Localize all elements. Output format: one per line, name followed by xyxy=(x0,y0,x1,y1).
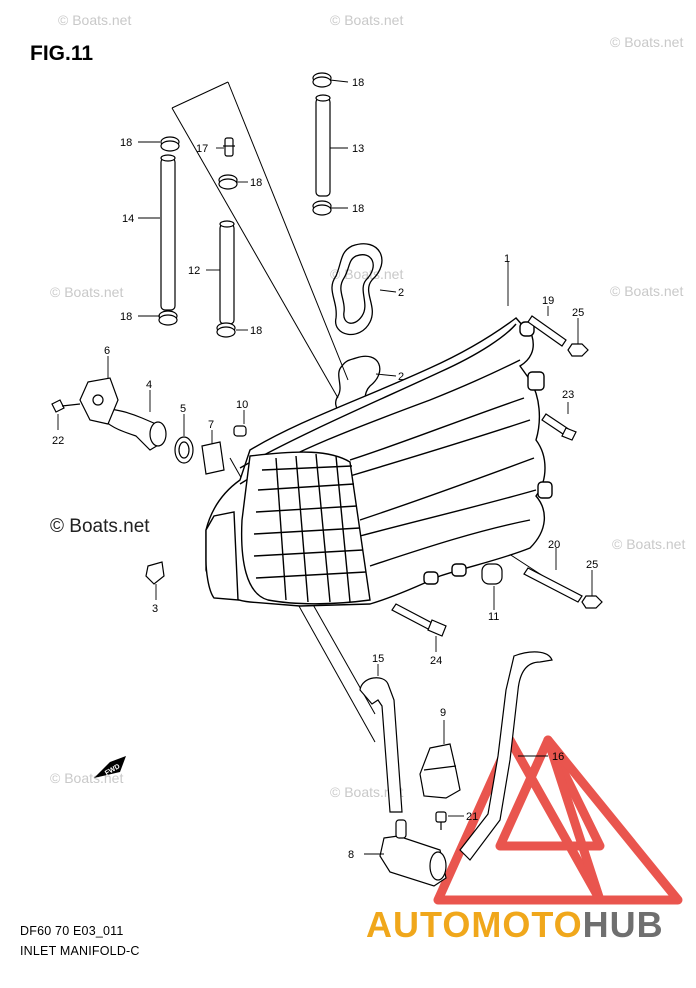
callout-18: 18 xyxy=(352,77,364,89)
inlet-manifold-1 xyxy=(205,317,553,607)
callout-labels: 1 2 2 3 4 5 6 7 8 9 10 11 12 13 14 15 16… xyxy=(52,77,598,861)
stud-bolt-19 xyxy=(527,315,567,347)
bracket-9 xyxy=(419,743,461,799)
hose-14 xyxy=(160,154,176,311)
callout-9: 9 xyxy=(440,707,446,719)
callout-18: 18 xyxy=(120,137,132,149)
watermark: © Boats.net xyxy=(612,536,686,552)
watermark: © Boats.net xyxy=(610,34,684,50)
clamp-7 xyxy=(201,441,225,475)
callout-2: 2 xyxy=(398,287,404,299)
callout-18: 18 xyxy=(250,325,262,337)
brand-name-part2: HUB xyxy=(582,904,664,945)
hose-clip-18 xyxy=(158,72,332,338)
figure-name: INLET MANIFOLD-C xyxy=(20,944,140,958)
callout-10: 10 xyxy=(236,399,248,411)
callout-12: 12 xyxy=(188,265,200,277)
hose-12 xyxy=(219,220,235,325)
leader-lines xyxy=(57,79,593,855)
callout-21: 21 xyxy=(466,811,478,823)
gasket-6 xyxy=(79,377,119,425)
callout-5: 5 xyxy=(180,403,186,415)
callout-20: 20 xyxy=(548,539,560,551)
filter-8 xyxy=(379,819,447,887)
brand-logo-text: AUTOMOTOHUB xyxy=(366,904,664,946)
brand-logo-triangle xyxy=(433,735,683,905)
callout-18: 18 xyxy=(352,203,364,215)
callout-3: 3 xyxy=(152,603,158,615)
plug-10 xyxy=(233,425,247,437)
figure-code: DF60 70 E03_011 xyxy=(20,924,124,938)
callout-18: 18 xyxy=(250,177,262,189)
callout-14: 14 xyxy=(122,213,134,225)
callout-15: 15 xyxy=(372,653,384,665)
callout-19: 19 xyxy=(542,295,554,307)
callout-11: 11 xyxy=(488,611,499,623)
cap-11 xyxy=(481,563,503,585)
watermark: © Boats.net xyxy=(330,784,404,800)
callout-24: 24 xyxy=(430,655,442,667)
callout-22: 22 xyxy=(52,435,64,447)
hose-15 xyxy=(359,677,403,813)
hose-16 xyxy=(459,651,553,861)
callout-16: 16 xyxy=(552,751,564,763)
callout-1: 1 xyxy=(504,253,510,265)
callout-17: 17 xyxy=(196,143,208,155)
callout-6: 6 xyxy=(104,345,110,357)
watermark: © Boats.net xyxy=(330,12,404,28)
figure-title: FIG.11 xyxy=(30,42,94,65)
nut-25 xyxy=(567,343,603,609)
watermark: © Boats.net xyxy=(50,516,150,537)
callout-4: 4 xyxy=(146,379,152,391)
callout-25: 25 xyxy=(586,559,598,571)
callout-7: 7 xyxy=(208,419,214,431)
hose-13 xyxy=(315,94,331,197)
bolt-23 xyxy=(541,413,577,441)
forward-arrow-icon: FWD xyxy=(94,756,126,778)
bolt-22 xyxy=(51,399,81,413)
bolt-24 xyxy=(391,603,447,637)
brand-name-part1: AUTOMOTO xyxy=(366,904,583,945)
callout-25: 25 xyxy=(572,307,584,319)
stud-bolt-20 xyxy=(523,567,583,603)
bolt-21 xyxy=(435,811,447,830)
callout-23: 23 xyxy=(562,389,574,401)
watermark: © Boats.net xyxy=(610,283,684,299)
sensor-4 xyxy=(103,407,167,451)
grommet-3 xyxy=(145,561,165,585)
watermark: © Boats.net xyxy=(330,266,404,282)
fitting-17 xyxy=(223,137,235,157)
o-ring-5 xyxy=(174,436,194,464)
watermark: © Boats.net xyxy=(58,12,132,28)
callout-18: 18 xyxy=(120,311,132,323)
watermark: © Boats.net xyxy=(50,284,124,300)
callout-8: 8 xyxy=(348,849,354,861)
callout-2: 2 xyxy=(398,371,404,383)
gasket-2 xyxy=(331,243,383,416)
forward-arrow-label: FWD xyxy=(104,763,121,777)
callout-13: 13 xyxy=(352,143,364,155)
